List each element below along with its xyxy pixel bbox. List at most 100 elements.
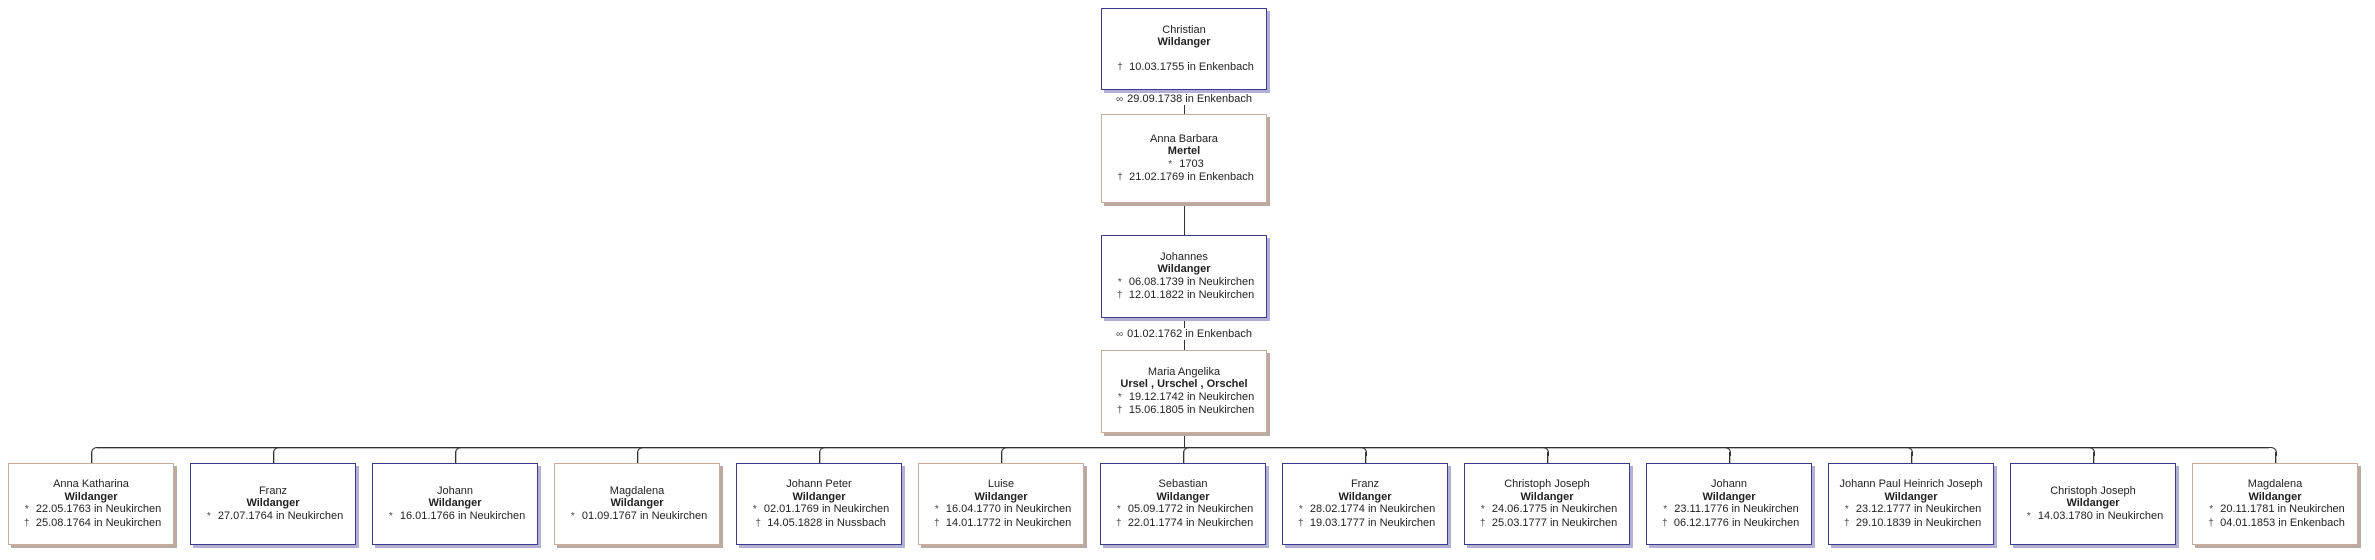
death-text: 06.12.1776 in Neukirchen xyxy=(1670,516,1800,529)
birth-event: * 14.03.1780 in Neukirchen xyxy=(2023,510,2163,524)
birth-star-icon: * xyxy=(1117,276,1122,288)
child-connector-curve xyxy=(91,447,100,456)
child-connector-line xyxy=(91,452,93,463)
given-name: Johannes xyxy=(1160,250,1208,263)
death-cross-icon: † xyxy=(755,517,761,529)
birth-star-icon: * xyxy=(1168,158,1173,170)
birth-star-icon: * xyxy=(24,504,29,515)
birth-event: * 19.12.1742 in Neukirchen xyxy=(1114,391,1254,405)
child-connector-curve xyxy=(1904,447,1913,456)
surname: Wildanger xyxy=(1520,490,1574,503)
child-connector-line xyxy=(2275,452,2277,463)
death-event: † 22.01.1774 in Neukirchen xyxy=(1113,517,1253,531)
death-text: 14.05.1828 in Nussbach xyxy=(764,516,886,529)
given-name: Maria Angelika xyxy=(1147,365,1221,378)
surname: Wildanger xyxy=(1884,490,1938,503)
birth-star-icon: * xyxy=(2026,510,2031,522)
birth-text: 05.09.1772 in Neukirchen xyxy=(1124,503,1254,515)
surname: Mertel xyxy=(1167,145,1201,157)
surname: Wildanger xyxy=(2066,497,2120,510)
birth-event: * 16.01.1766 in Neukirchen xyxy=(385,510,525,524)
death-text: 15.06.1805 in Neukirchen xyxy=(1125,404,1255,416)
birth-event: * 27.07.1764 in Neukirchen xyxy=(203,510,343,524)
surname: Wildanger xyxy=(64,490,118,503)
birth-text: 1703 xyxy=(1176,157,1204,170)
child-connector-line xyxy=(819,452,821,463)
death-event: † 14.01.1772 in Neukirchen xyxy=(931,517,1071,531)
marriage-label: ∞01.02.1762 in Enkenbach xyxy=(1114,328,1254,340)
surname: Wildanger xyxy=(1338,490,1392,503)
marriage-rings-icon: ∞ xyxy=(1116,329,1124,340)
birth-text: 14.03.1780 in Neukirchen xyxy=(2034,509,2164,522)
death-event: † 21.02.1769 in Enkenbach xyxy=(1114,171,1254,185)
birth-star-icon: * xyxy=(1298,504,1303,515)
birth-star-icon: * xyxy=(2209,504,2214,515)
given-name: Anna Barbara xyxy=(1150,132,1218,145)
given-name: Johann Paul Heinrich Joseph xyxy=(1839,478,1983,490)
birth-star-icon: * xyxy=(752,504,757,515)
death-event: † 12.01.1822 in Neukirchen xyxy=(1114,289,1254,303)
marriage-label: ∞29.09.1738 in Enkenbach xyxy=(1114,93,1254,105)
death-text: 12.01.1822 in Neukirchen xyxy=(1125,289,1255,301)
death-event: † 10.03.1755 in Enkenbach xyxy=(1114,61,1254,75)
death-event: † 25.08.1764 in Neukirchen xyxy=(21,517,161,531)
child-connector-line xyxy=(1001,452,1003,463)
death-cross-icon: † xyxy=(1117,61,1123,73)
death-cross-icon: † xyxy=(1480,517,1486,529)
marriage-text: 29.09.1738 in Enkenbach xyxy=(1127,93,1252,105)
child-connector-line xyxy=(1547,452,1549,463)
birth-star-icon: * xyxy=(388,510,393,522)
birth-text: 01.09.1767 in Neukirchen xyxy=(578,509,708,522)
given-name: Franz xyxy=(258,484,288,497)
given-name: Christoph Joseph xyxy=(1504,478,1590,490)
birth-text: 23.11.1776 in Neukirchen xyxy=(1671,503,1799,515)
birth-event: * 24.06.1775 in Neukirchen xyxy=(1477,503,1617,517)
birth-event: * 23.11.1776 in Neukirchen xyxy=(1659,503,1799,517)
birth-event: * 05.09.1772 in Neukirchen xyxy=(1113,503,1253,517)
death-event: † 19.03.1777 in Neukirchen xyxy=(1295,517,1435,531)
birth-text: 19.12.1742 in Neukirchen xyxy=(1125,390,1255,403)
given-name: Johann Peter xyxy=(786,478,852,490)
death-text: 10.03.1755 in Enkenbach xyxy=(1126,60,1254,73)
child-connector-curve xyxy=(455,447,464,456)
given-name: Sebastian xyxy=(1158,478,1208,490)
birth-star-icon: * xyxy=(1116,504,1121,515)
given-name: Luise xyxy=(987,478,1015,490)
death-cross-icon: † xyxy=(934,517,940,529)
child-connector-curve xyxy=(1722,447,1731,456)
death-text: 21.02.1769 in Enkenbach xyxy=(1126,171,1254,183)
death-event: † 29.10.1839 in Neukirchen xyxy=(1841,517,1981,531)
death-event: † 25.03.1777 in Neukirchen xyxy=(1477,517,1617,531)
birth-event: * 20.11.1781 in Neukirchen xyxy=(2205,503,2345,517)
birth-text: 28.02.1774 in Neukirchen xyxy=(1306,503,1436,515)
child-connector-curve xyxy=(2086,447,2095,456)
birth-event: * 06.08.1739 in Neukirchen xyxy=(1114,276,1254,290)
child-connector-curve xyxy=(273,447,282,456)
given-name: Johann xyxy=(1710,478,1748,490)
child-connector-line xyxy=(1911,452,1913,463)
birth-text: 27.07.1764 in Neukirchen xyxy=(214,509,344,522)
death-cross-icon: † xyxy=(1117,172,1123,183)
death-text: 19.03.1777 in Neukirchen xyxy=(1306,516,1436,529)
birth-star-icon: * xyxy=(206,510,211,522)
death-text: 25.03.1777 in Neukirchen xyxy=(1488,516,1618,529)
surname: Wildanger xyxy=(1157,36,1211,49)
child-connector-curve xyxy=(1001,447,1010,456)
